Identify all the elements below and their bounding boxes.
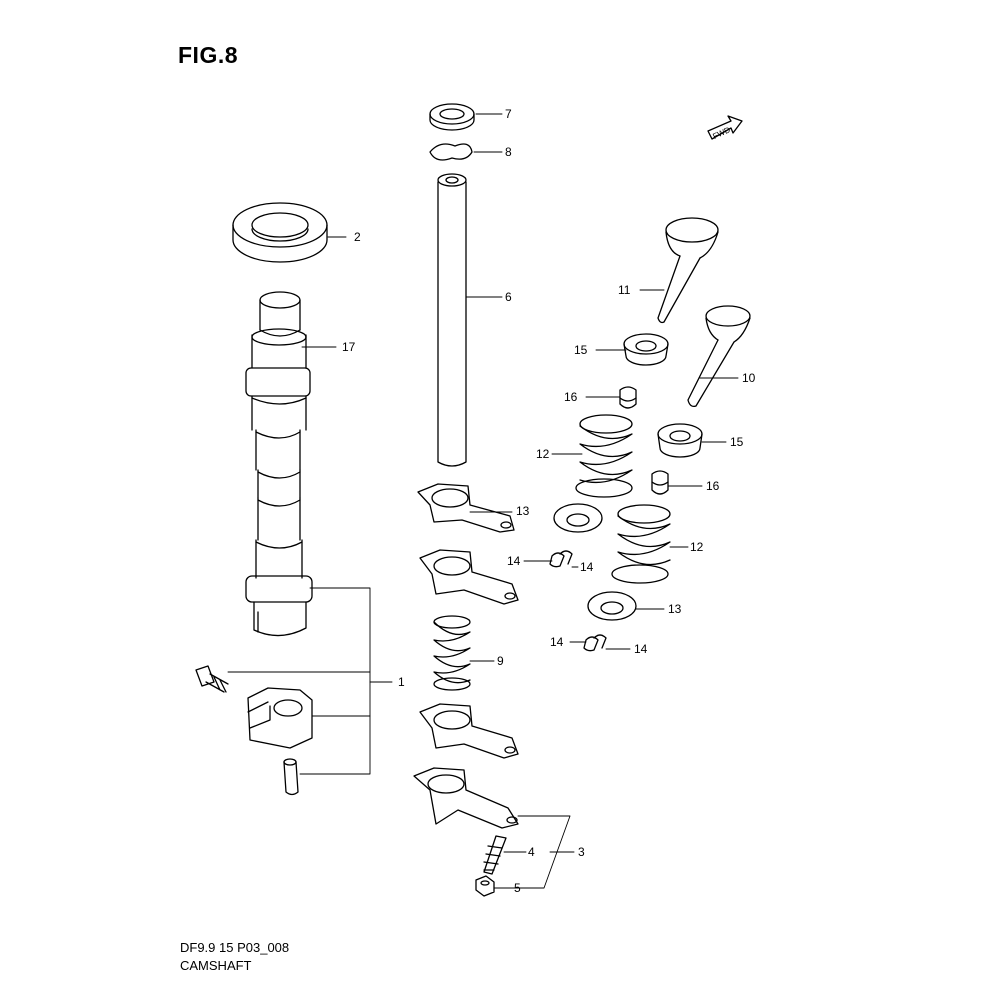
valve-cotter-part <box>549 550 573 568</box>
callout-6: 6 <box>505 290 512 304</box>
o-ring-part <box>429 143 473 161</box>
callout-3: 3 <box>578 845 585 859</box>
valve-spring-part <box>611 504 671 584</box>
adjusting-screw-part <box>483 835 507 875</box>
rocker-arm-part <box>419 703 519 759</box>
callout-16: 16 <box>706 479 720 493</box>
oil-seal-part <box>232 202 328 263</box>
camshaft-part <box>245 291 313 637</box>
rocker-spring-part <box>433 615 471 691</box>
cam-bracket-part <box>247 687 313 749</box>
callout-13: 13 <box>516 504 530 518</box>
callout-15: 15 <box>574 343 588 357</box>
exhaust-valve-part <box>687 305 751 408</box>
spring-seat-part <box>553 503 603 533</box>
rocker-arm-part <box>419 549 519 605</box>
valve-stem-seal-part <box>651 470 669 495</box>
figure-title: FIG.8 <box>178 42 239 68</box>
callout-7: 7 <box>505 107 512 121</box>
callout-4: 4 <box>528 845 535 859</box>
spring-retainer-part <box>657 423 703 458</box>
rocker-arm-part <box>417 483 515 533</box>
figure-name: CAMSHAFT <box>180 958 252 973</box>
callout-15: 15 <box>730 435 744 449</box>
callout-14: 14 <box>507 554 521 568</box>
callout-13: 13 <box>668 602 682 616</box>
callout-labels: 7 8 2 6 17 11 15 10 16 15 12 16 13 12 14… <box>342 107 756 895</box>
leader-lines <box>227 113 739 889</box>
callout-5: 5 <box>514 881 521 895</box>
callout-12: 12 <box>690 540 704 554</box>
callout-1: 1 <box>398 675 405 689</box>
valve-stem-seal-part <box>619 386 637 409</box>
bolt-part <box>195 665 229 693</box>
valve-cotter-part <box>583 634 607 652</box>
dowel-pin-part <box>283 758 299 796</box>
callout-16: 16 <box>564 390 578 404</box>
valve-spring-part <box>575 414 633 498</box>
callout-12: 12 <box>536 447 550 461</box>
callout-10: 10 <box>742 371 756 385</box>
callout-11: 11 <box>618 283 631 297</box>
lock-nut-part <box>475 875 495 897</box>
intake-valve-part <box>657 217 719 324</box>
callout-9: 9 <box>497 654 504 668</box>
rocker-shaft-part <box>437 173 467 467</box>
rocker-arm-part <box>413 767 519 829</box>
callout-14: 14 <box>634 642 648 656</box>
callout-2: 2 <box>354 230 361 244</box>
callout-8: 8 <box>505 145 512 159</box>
callout-14: 14 <box>550 635 564 649</box>
spring-retainer-part <box>623 333 669 366</box>
cap-part <box>429 103 475 131</box>
callout-17: 17 <box>342 340 356 354</box>
fwd-arrow-icon: FWD <box>707 115 743 141</box>
callout-14: 14 <box>580 560 594 574</box>
figure-code: DF9.9 15 P03_008 <box>180 940 290 955</box>
spring-seat-part <box>587 591 637 621</box>
